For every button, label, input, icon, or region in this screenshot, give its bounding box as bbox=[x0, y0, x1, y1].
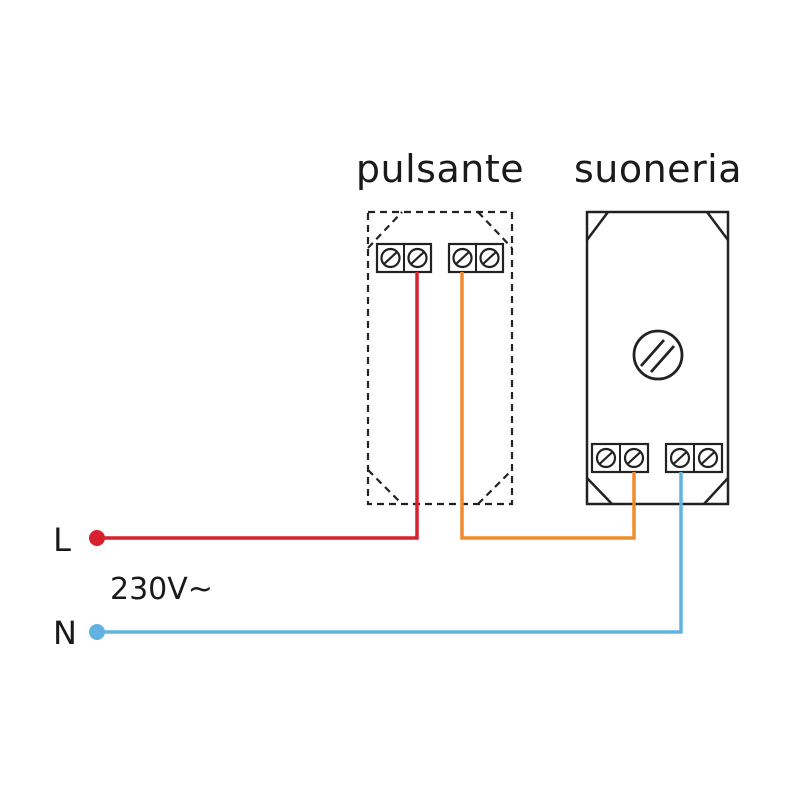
pulsante-box bbox=[366, 210, 514, 506]
neutral-wire bbox=[97, 472, 683, 634]
suoneria-terminal-right bbox=[664, 442, 724, 474]
pulsante-terminal-right bbox=[447, 242, 505, 274]
phase-wire bbox=[97, 272, 419, 540]
phase-terminal-dot bbox=[89, 530, 105, 546]
suoneria-title: suoneria bbox=[574, 147, 742, 191]
pulsante-title: pulsante bbox=[356, 147, 524, 191]
line-l-label: L bbox=[53, 521, 71, 559]
suoneria-box bbox=[585, 210, 730, 506]
line-n-label: N bbox=[53, 614, 77, 652]
switched-wire bbox=[460, 272, 636, 540]
suoneria-terminal-left bbox=[590, 442, 650, 474]
bell-screw-icon bbox=[632, 329, 684, 381]
neutral-terminal-dot bbox=[89, 624, 105, 640]
voltage-label: 230V~ bbox=[110, 572, 213, 607]
pulsante-terminal-left bbox=[375, 242, 433, 274]
